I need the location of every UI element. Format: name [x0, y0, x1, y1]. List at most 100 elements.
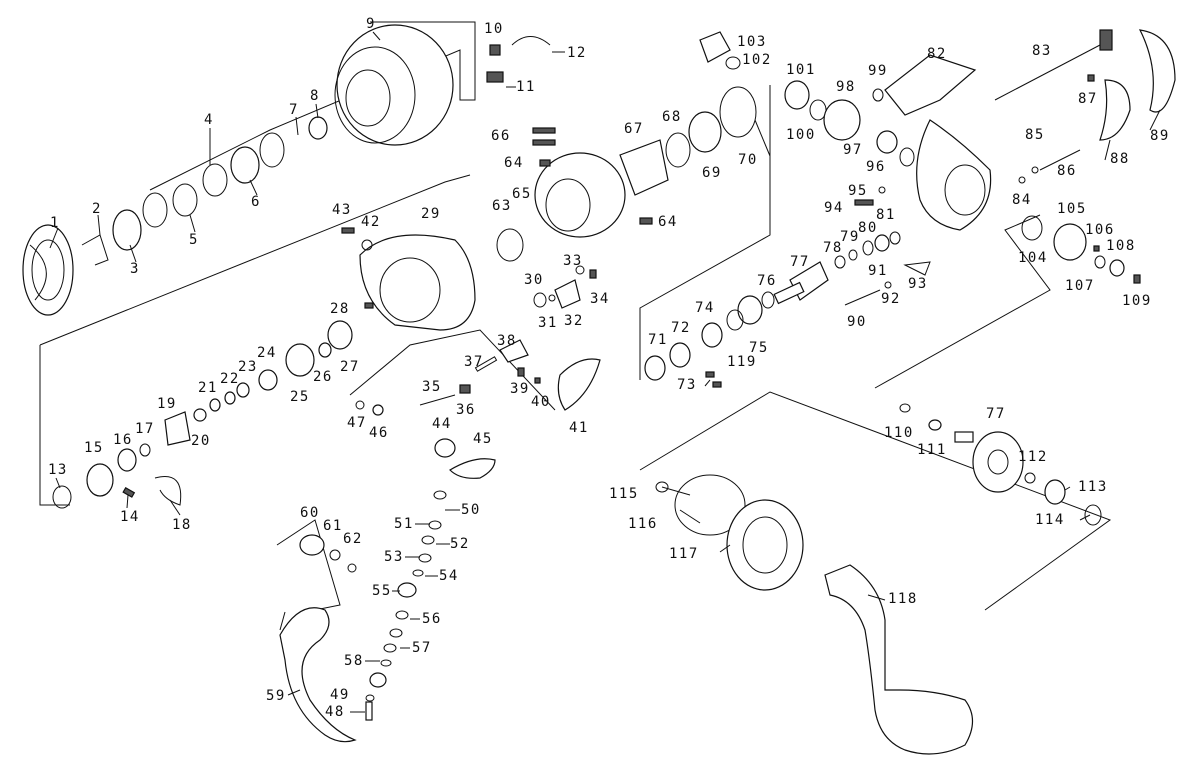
callout-15: 15	[84, 440, 104, 456]
callout-60: 60	[300, 505, 320, 521]
callout-30: 30	[524, 272, 544, 288]
callout-68: 68	[662, 109, 682, 125]
callout-34: 34	[590, 291, 610, 307]
callout-61: 61	[323, 518, 343, 534]
callout-8: 8	[310, 88, 320, 104]
callout-100: 100	[786, 127, 816, 143]
callout-91: 91	[868, 263, 888, 279]
callout-109: 109	[1122, 293, 1152, 309]
callout-51: 51	[394, 516, 414, 532]
callout-118: 118	[888, 591, 918, 607]
callout-81: 81	[876, 207, 896, 223]
callout-17: 17	[135, 421, 155, 437]
callout-53: 53	[384, 549, 404, 565]
callout-3: 3	[130, 261, 140, 277]
callout-88: 88	[1110, 151, 1130, 167]
callout-50: 50	[461, 502, 481, 518]
callout-94: 94	[824, 200, 844, 216]
callout-92: 92	[881, 291, 901, 307]
part-callouts: 1 2 3 4 5 6 7 8 9 10 11 12 13 14 15 16 1…	[48, 16, 1168, 720]
assembly-group-lines	[39, 21, 1112, 611]
callout-49: 49	[330, 687, 350, 703]
callout-23: 23	[238, 359, 258, 375]
callout-64: 64	[504, 155, 524, 171]
callout-66: 66	[491, 128, 511, 144]
callout-38: 38	[497, 333, 517, 349]
callout-83: 83	[1032, 43, 1052, 59]
callout-85: 85	[1025, 127, 1045, 143]
callout-69: 69	[702, 165, 722, 181]
callout-40: 40	[531, 394, 551, 410]
callout-70: 70	[738, 152, 758, 168]
callout-115: 115	[609, 486, 639, 502]
callout-114: 114	[1035, 512, 1065, 528]
callout-71: 71	[648, 332, 668, 348]
callout-47: 47	[347, 415, 367, 431]
callout-99: 99	[868, 63, 888, 79]
callout-45: 45	[473, 431, 493, 447]
callout-95: 95	[848, 183, 868, 199]
callout-84: 84	[1012, 192, 1032, 208]
callout-13: 13	[48, 462, 68, 478]
callout-26: 26	[313, 369, 333, 385]
callout-46: 46	[369, 425, 389, 441]
callout-29: 29	[421, 206, 441, 222]
callout-119: 119	[727, 354, 757, 370]
callout-48: 48	[325, 704, 345, 720]
callout-111: 111	[917, 442, 947, 458]
callout-5: 5	[189, 232, 199, 248]
callout-62: 62	[343, 531, 363, 547]
callout-112: 112	[1018, 449, 1048, 465]
callout-59: 59	[266, 688, 286, 704]
callout-39: 39	[510, 381, 530, 397]
callout-101: 101	[786, 62, 816, 78]
callout-96: 96	[866, 159, 886, 175]
callout-10: 10	[484, 21, 504, 37]
callout-31: 31	[538, 315, 558, 331]
callout-57: 57	[412, 640, 432, 656]
handle-knob-parts	[279, 490, 447, 743]
callout-106: 106	[1085, 222, 1115, 238]
callout-103: 103	[737, 34, 767, 50]
callout-36: 36	[456, 402, 476, 418]
callout-44: 44	[432, 416, 452, 432]
callout-58: 58	[344, 653, 364, 669]
callout-110: 110	[884, 425, 914, 441]
callout-93: 93	[908, 276, 928, 292]
callout-76: 76	[757, 273, 777, 289]
callout-14: 14	[120, 509, 140, 525]
callout-7: 7	[289, 102, 299, 118]
callout-1: 1	[50, 215, 60, 231]
callout-82: 82	[927, 46, 947, 62]
callout-77: 77	[790, 254, 810, 270]
callout-72: 72	[671, 320, 691, 336]
callout-28: 28	[330, 301, 350, 317]
callout-108: 108	[1106, 238, 1136, 254]
callout-86: 86	[1057, 163, 1077, 179]
callout-97: 97	[843, 142, 863, 158]
callout-64b: 64	[658, 214, 678, 230]
callout-63: 63	[492, 198, 512, 214]
callout-12: 12	[567, 45, 587, 61]
callout-19: 19	[157, 396, 177, 412]
leader-lines	[49, 31, 1161, 713]
callout-98: 98	[836, 79, 856, 95]
callout-73: 73	[677, 377, 697, 393]
callout-4: 4	[204, 112, 214, 128]
callout-24: 24	[257, 345, 277, 361]
callout-74: 74	[695, 300, 715, 316]
body-parts	[52, 86, 757, 509]
callout-56: 56	[422, 611, 442, 627]
callout-41: 41	[569, 420, 589, 436]
callout-52: 52	[450, 536, 470, 552]
callout-6: 6	[251, 194, 261, 210]
callout-42: 42	[361, 214, 381, 230]
callout-117: 117	[669, 546, 699, 562]
callout-75: 75	[749, 340, 769, 356]
callout-37: 37	[464, 354, 484, 370]
callout-35: 35	[422, 379, 442, 395]
callout-22: 22	[220, 371, 240, 387]
callout-33: 33	[563, 253, 583, 269]
callout-65: 65	[512, 186, 532, 202]
callout-32: 32	[564, 313, 584, 329]
